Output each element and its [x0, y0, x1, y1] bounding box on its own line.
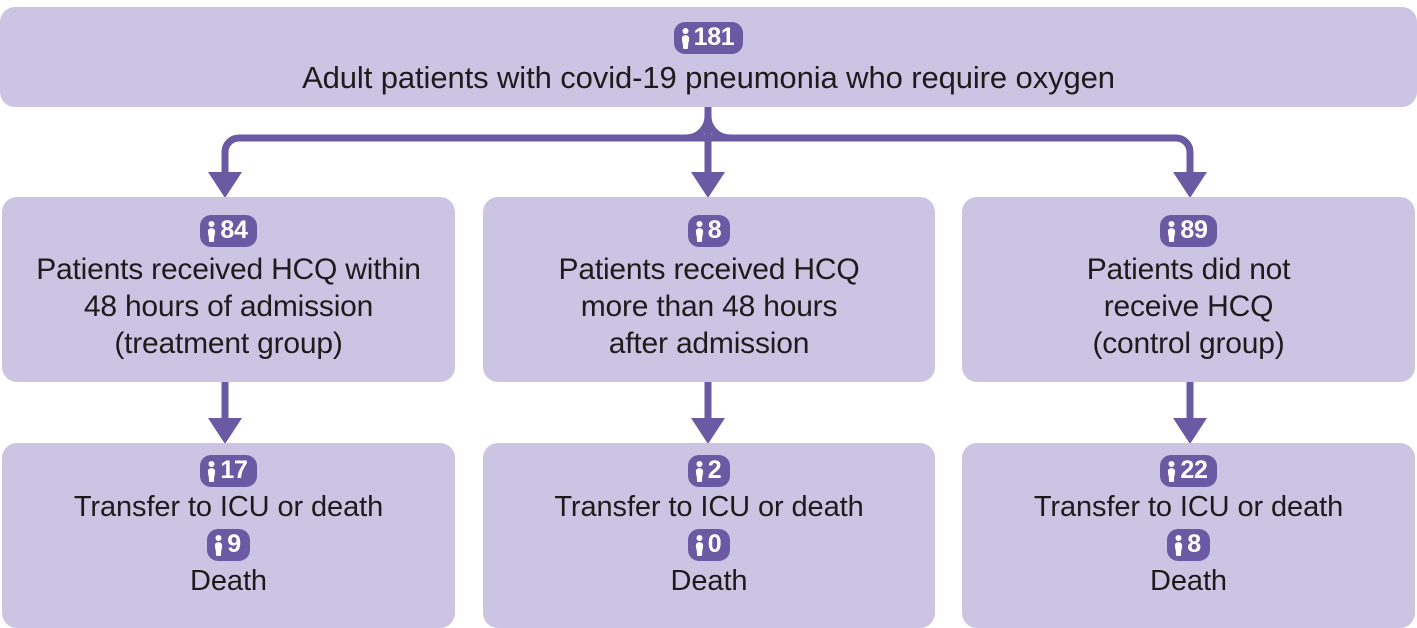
count-badge-primary: 17 — [200, 455, 257, 487]
person-icon — [681, 27, 689, 49]
count-value: 181 — [693, 22, 735, 51]
count-value: 89 — [1180, 215, 1208, 244]
count-value: 84 — [220, 215, 248, 244]
node-outcome-treatment: 17 Transfer to ICU or death 9 Death — [2, 443, 455, 628]
person-icon — [695, 460, 703, 482]
node-outcome-late-hcq: 2 Transfer to ICU or death 0 Death — [483, 443, 935, 628]
count-value: 0 — [707, 529, 722, 558]
node-outcome-control: 22 Transfer to ICU or death 8 Death — [962, 443, 1415, 628]
node-label-primary: Transfer to ICU or death — [554, 491, 864, 523]
count-badge: 8 — [687, 215, 731, 247]
connector-fillet-right — [704, 115, 731, 142]
arrowhead-drop-center — [691, 418, 725, 444]
node-label-primary: Transfer to ICU or death — [73, 491, 384, 523]
count-value: 2 — [707, 455, 722, 484]
count-badge-secondary: 8 — [1167, 529, 1210, 561]
node-label-secondary: Death — [670, 565, 748, 597]
count-badge-primary: 2 — [687, 455, 731, 487]
count-badge: 89 — [1160, 215, 1217, 247]
person-icon — [695, 220, 703, 242]
person-icon — [1168, 220, 1176, 242]
count-badge: 84 — [200, 215, 257, 247]
connector-fillet-left — [685, 115, 712, 142]
count-value: 17 — [220, 455, 248, 484]
arrowhead-right — [1173, 172, 1207, 198]
count-value: 9 — [227, 529, 241, 558]
node-label-secondary: Death — [1150, 565, 1227, 597]
person-icon — [1168, 460, 1176, 482]
node-label: Patients received HCQ within 48 hours of… — [36, 253, 421, 360]
node-label: Patients did not receive HCQ (control gr… — [1086, 253, 1291, 360]
node-group-late-hcq: 8 Patients received HCQ more than 48 hou… — [483, 197, 935, 382]
person-icon — [1175, 534, 1183, 556]
arrowhead-center — [691, 172, 725, 198]
node-label-primary: Transfer to ICU or death — [1033, 491, 1344, 523]
count-badge-secondary: 0 — [687, 529, 731, 561]
node-label-secondary: Death — [190, 565, 267, 597]
person-icon — [215, 534, 223, 556]
arrowhead-left — [208, 172, 242, 198]
count-value: 8 — [1187, 529, 1201, 558]
node-label: Adult patients with covid-19 pneumonia w… — [302, 60, 1115, 95]
count-value: 8 — [707, 215, 722, 244]
node-group-treatment: 84 Patients received HCQ within 48 hours… — [2, 197, 455, 382]
count-badge-primary: 22 — [1160, 455, 1217, 487]
connector-branch-right — [708, 134, 1194, 180]
node-group-control: 89 Patients did not receive HCQ (control… — [962, 197, 1415, 382]
count-value: 22 — [1180, 455, 1208, 484]
node-label: Patients received HCQ more than 48 hours… — [558, 253, 860, 360]
connector-branch-left — [221, 134, 708, 180]
person-icon — [208, 460, 216, 482]
count-badge-secondary: 9 — [207, 529, 250, 561]
person-icon — [695, 534, 703, 556]
arrowhead-drop-right — [1173, 418, 1207, 444]
count-badge: 181 — [673, 22, 744, 54]
node-cohort-total: 181 Adult patients with covid-19 pneumon… — [0, 7, 1417, 107]
arrowhead-drop-left — [208, 418, 242, 444]
person-icon — [208, 220, 216, 242]
